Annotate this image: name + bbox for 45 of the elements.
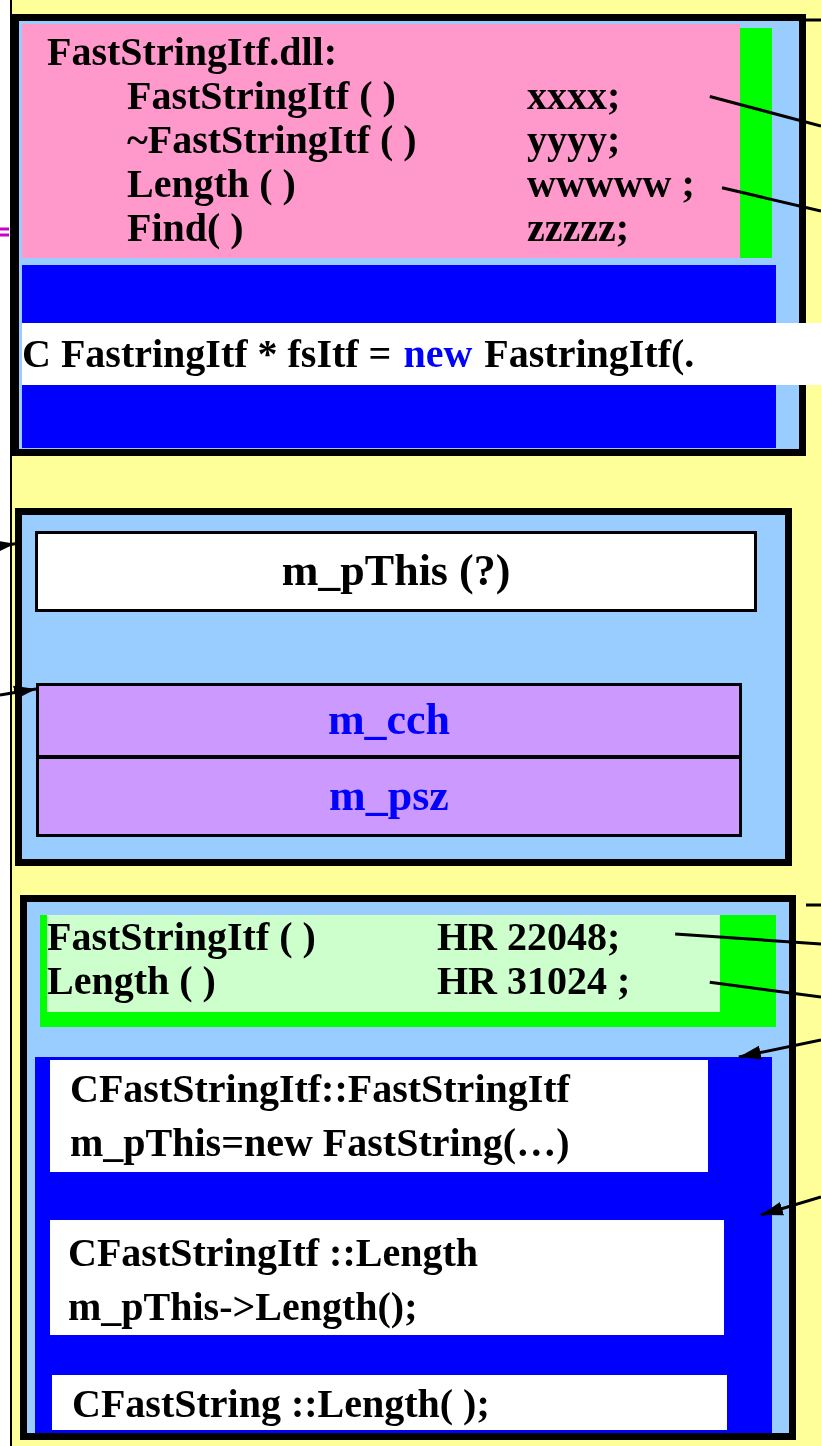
code-text: CFastStringItf ::Length	[68, 1229, 479, 1277]
memory-frame	[20, 895, 796, 1440]
method-address: HR 22048;	[437, 915, 622, 959]
code-box	[52, 1375, 727, 1430]
method-address: xxxx;	[527, 74, 622, 118]
connector-line	[709, 980, 821, 999]
method-address: yyyy;	[527, 118, 622, 162]
method-name: FastStringItf ( )	[127, 74, 397, 118]
method-name: Length ( )	[47, 959, 216, 1003]
field-box	[35, 531, 757, 612]
side-bar	[740, 28, 772, 258]
field-name: m_pThis (?)	[281, 547, 511, 596]
method-address: wwwww ;	[527, 162, 696, 206]
connector-line	[709, 95, 821, 128]
connector-line	[721, 186, 821, 213]
memory-frame	[15, 508, 792, 866]
code-box	[50, 1220, 724, 1335]
code-text: CFastStringItf::FastStringItf	[70, 1065, 572, 1113]
arrow	[738, 1038, 821, 1060]
code-strip	[22, 323, 821, 385]
method-name: FastStringItf ( )	[47, 915, 317, 959]
code-text: m_pThis->Length();	[68, 1283, 419, 1331]
method-address: zzzzz;	[527, 206, 631, 250]
arrow	[760, 1195, 821, 1217]
code-text: C FastringItf * fsItf =	[22, 332, 392, 376]
arrow	[0, 540, 16, 554]
vtable	[40, 915, 776, 1027]
code-keyword: new	[403, 332, 473, 376]
export-table	[22, 24, 740, 258]
method-address: HR 31024 ;	[437, 959, 632, 1003]
code-text: m_pThis=new FastString(…)	[70, 1119, 571, 1167]
heading-text: FastStringItf.dll:	[47, 30, 338, 74]
connector-line	[675, 932, 821, 946]
code-box	[50, 1060, 708, 1172]
code-block	[35, 1057, 772, 1433]
method-name: Find( )	[127, 206, 244, 250]
method-name: ~FastStringItf ( )	[127, 118, 418, 162]
field-name: m_cch	[327, 696, 451, 745]
code-text: FastringItf(.	[484, 332, 695, 376]
field-box	[36, 683, 742, 758]
field-box	[36, 756, 742, 837]
field-name: m_psz	[329, 772, 449, 821]
arrow	[0, 685, 37, 700]
code-text: CFastString ::Length( );	[72, 1380, 491, 1428]
method-name: Length ( )	[127, 162, 296, 206]
